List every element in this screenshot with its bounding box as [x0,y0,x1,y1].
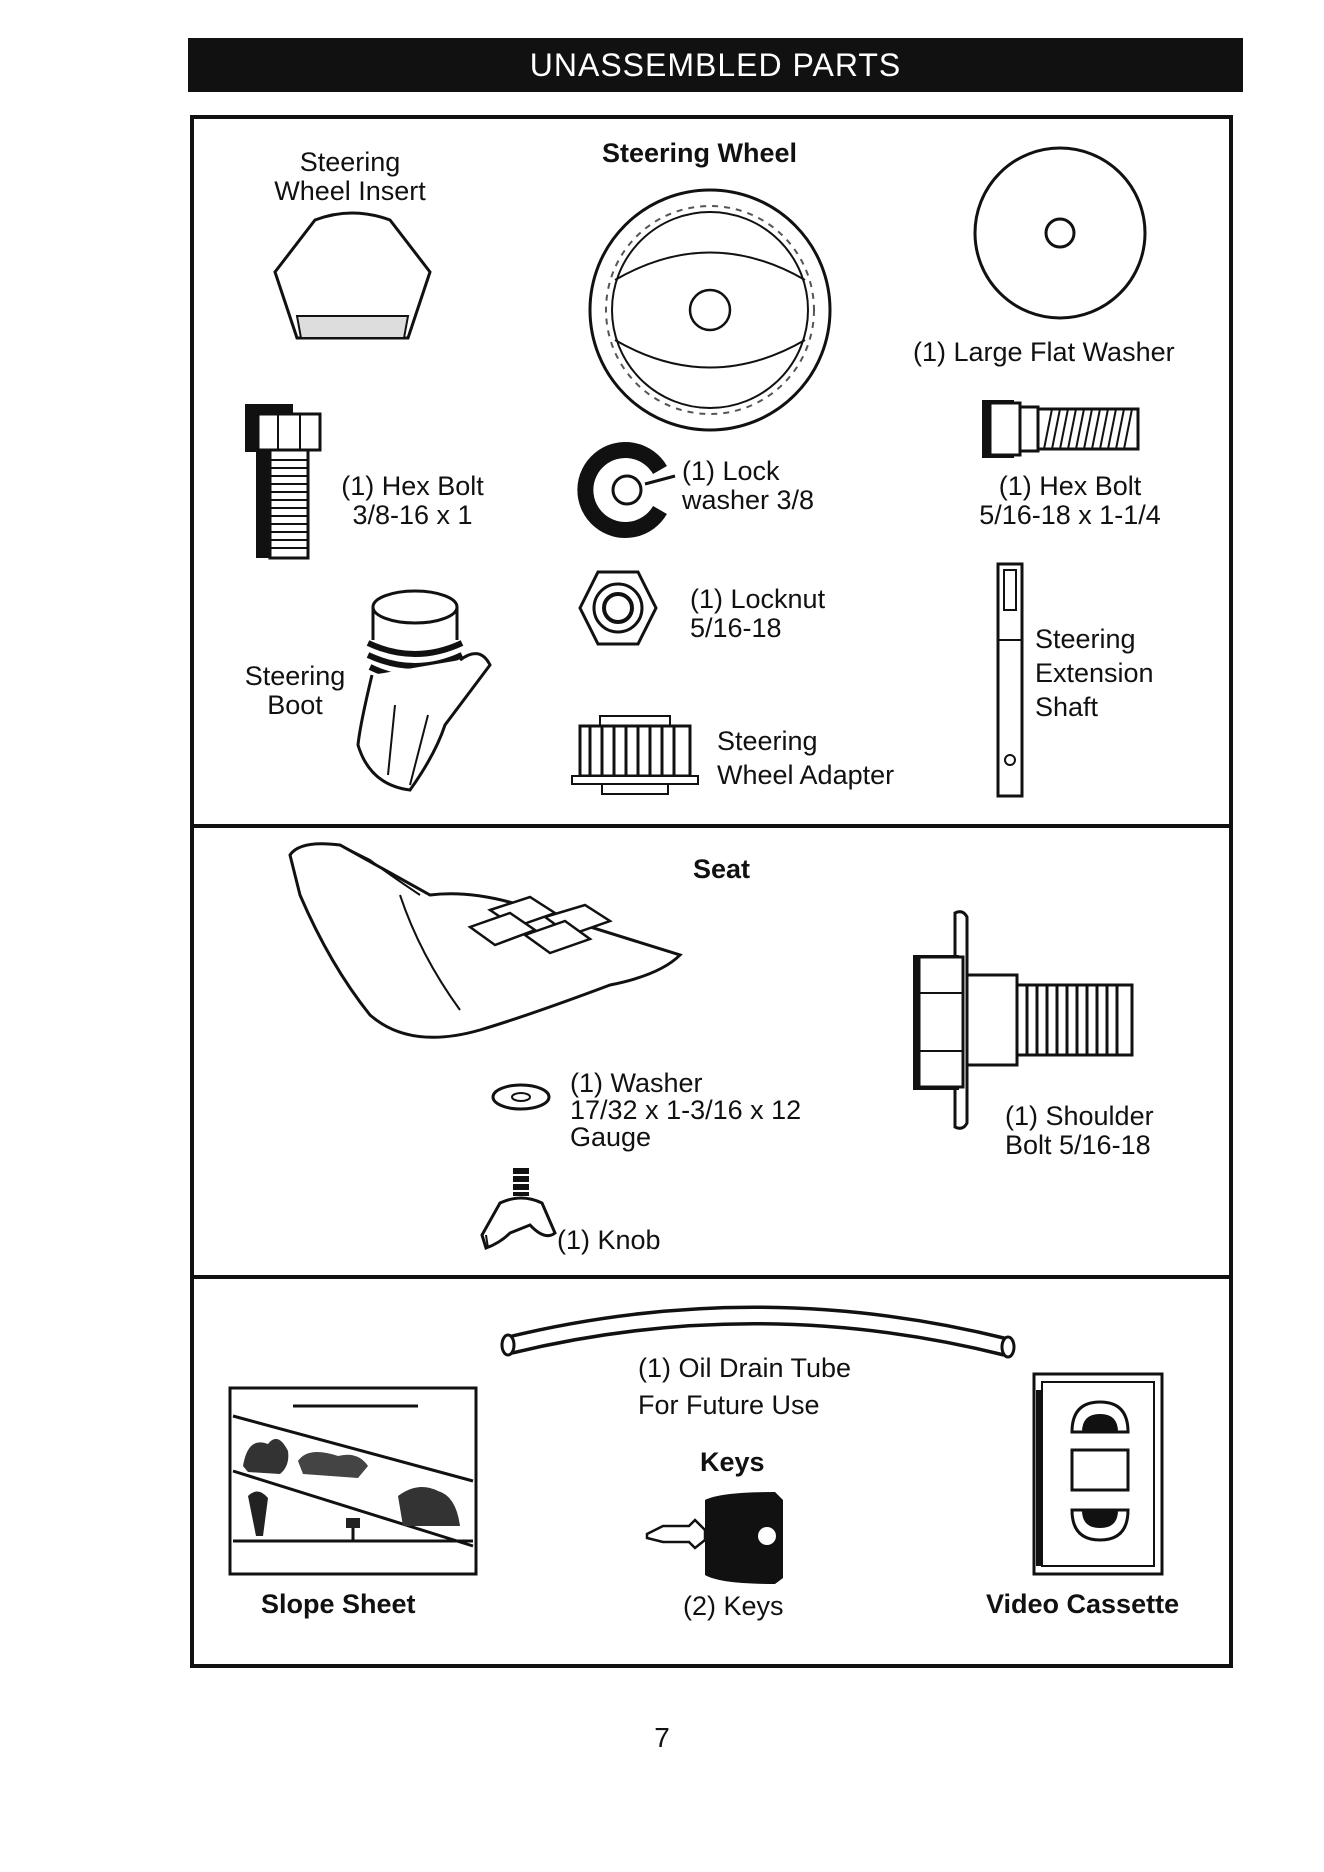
shoulder-bolt-label: (1) Shoulder Bolt 5/16-18 [1005,1101,1154,1160]
locknut-icon [578,570,658,646]
large-flat-washer-icon [973,146,1147,320]
hex-bolt-right-label: (1) Hex Bolt 5/16-18 x 1-1/4 [979,471,1161,530]
shoulder-bolt-icon [913,910,1134,1130]
oil-drain-tube-icon [500,1305,1016,1359]
washer-label: (1) Washer 17/32 x 1-3/16 x 12 Gauge [570,1068,802,1152]
section-divider-1 [190,824,1233,828]
washer-icon [491,1083,551,1111]
hex-bolt-left-label: (1) Hex Bolt 3/8-16 x 1 [341,471,484,530]
locknut-label: (1) Locknut 5/16-18 [690,584,826,643]
lock-washer-icon [577,442,676,538]
steering-wheel-insert-icon [273,211,432,340]
video-cassette-label: Video Cassette [986,1589,1180,1619]
steering-boot-label: Steering Boot [244,661,346,720]
knob-icon [480,1168,557,1250]
knob-label: (1) Knob [557,1225,661,1255]
large-flat-washer-label: (1) Large Flat Washer [913,337,1175,367]
keys-heading: Keys [700,1447,765,1477]
steering-wheel-label: Steering Wheel [602,138,798,168]
steering-wheel-icon [588,188,832,432]
slope-sheet-label: Slope Sheet [261,1589,416,1619]
oil-drain-tube-label: (1) Oil Drain Tube For Future Use [638,1353,852,1420]
lock-washer-label: (1) Lock washer 3/8 [682,456,815,515]
steering-wheel-insert-label: Steering Wheel Insert [274,147,426,206]
seat-label: Seat [693,854,751,884]
page-number: 7 [654,1722,670,1753]
parts-frame [190,115,1233,1668]
steering-extension-shaft-label: Steering Extension Shaft [1035,624,1154,722]
page-title: UNASSEMBLED PARTS [188,38,1243,92]
seat-icon [288,842,683,1039]
hex-bolt-left-icon [245,404,322,560]
steering-wheel-adapter-icon [571,715,699,795]
key-icon [645,1492,783,1584]
steering-wheel-adapter-label: Steering Wheel Adapter [717,726,895,790]
slope-sheet-icon [228,1386,478,1576]
video-cassette-icon [1032,1372,1164,1576]
hex-bolt-right-icon [982,400,1140,458]
section-divider-2 [190,1275,1233,1279]
steering-extension-shaft-icon [996,562,1024,798]
keys-label: (2) Keys [683,1591,784,1621]
steering-boot-icon [356,589,492,792]
